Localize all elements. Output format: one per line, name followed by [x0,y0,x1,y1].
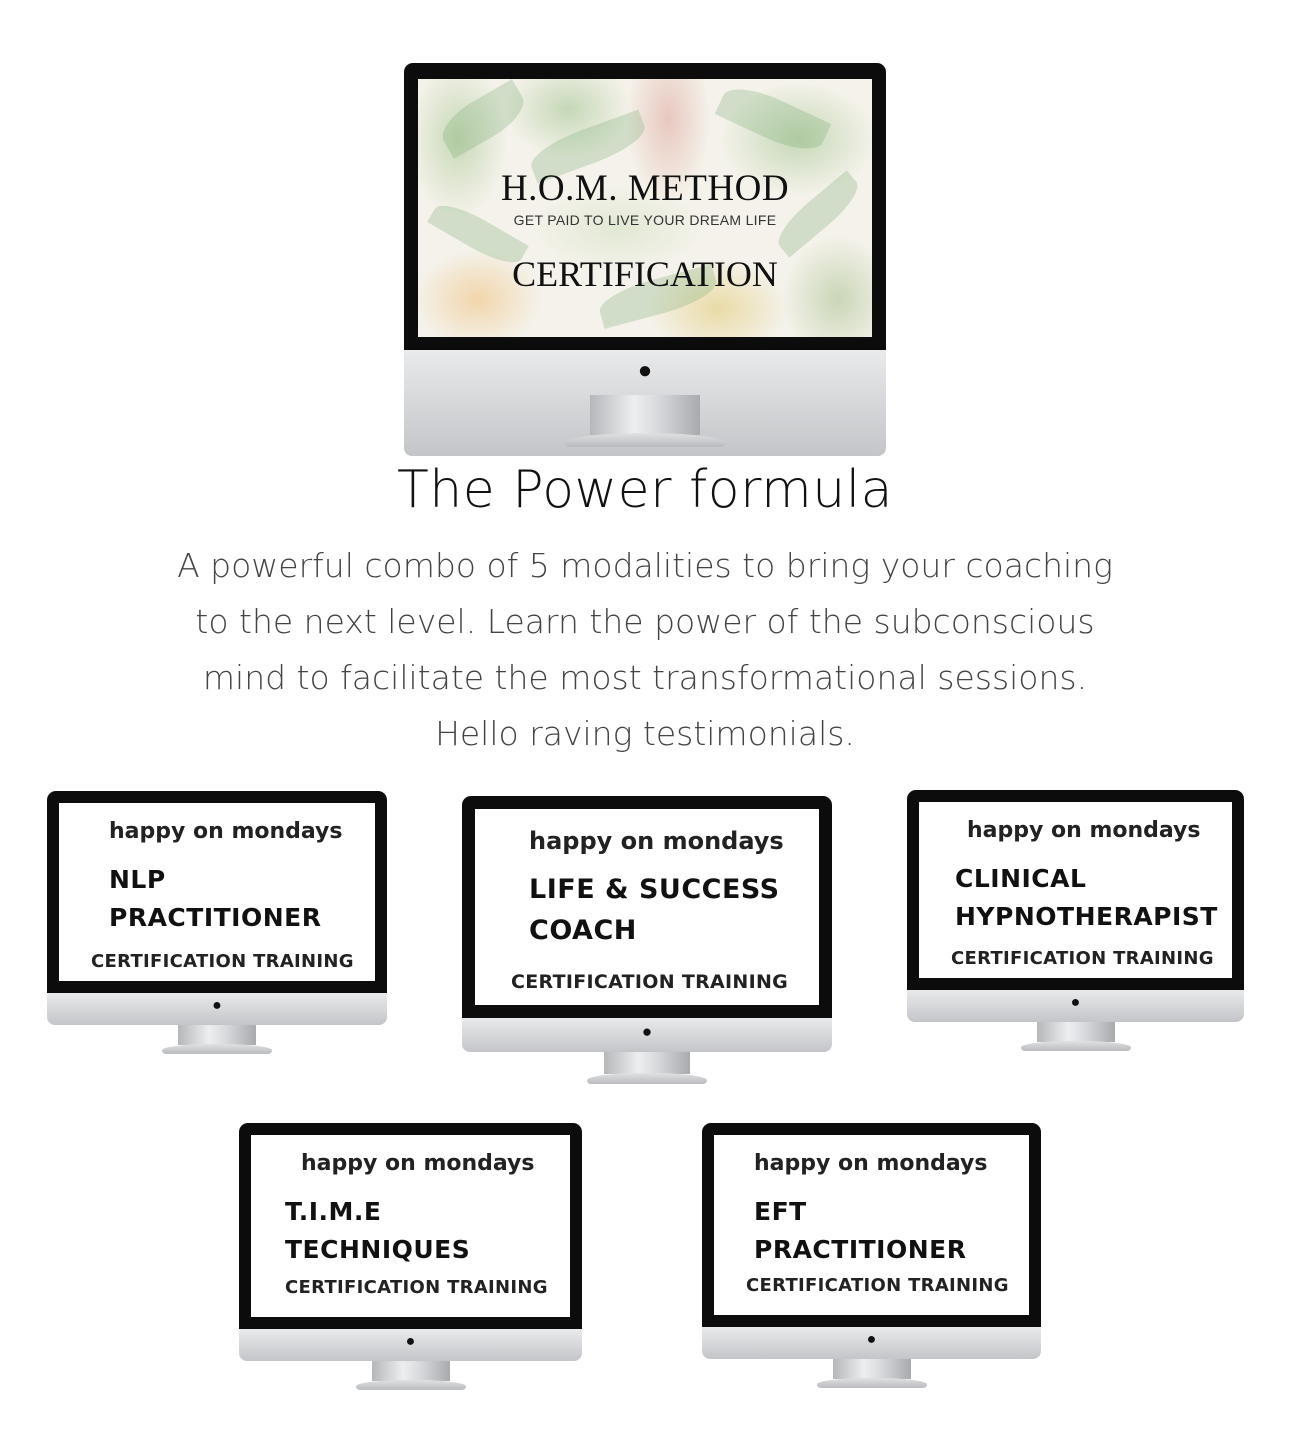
course-screen: happy on mondays T.I.M.E TECHNIQUES CERT… [251,1135,570,1317]
monitor-foot [355,1380,466,1390]
course-training-label: CERTIFICATION TRAINING [91,951,354,972]
course-monitor-life-success-coach: happy on mondays LIFE & SUCCESS COACH CE… [462,796,832,1092]
course-brand: happy on mondays [754,1151,988,1176]
leaf-decoration [434,79,532,159]
monitor-stand [371,1361,450,1381]
apple-logo-icon: ● [637,357,653,384]
course-monitor-time-techniques: happy on mondays T.I.M.E TECHNIQUES CERT… [239,1123,582,1399]
apple-logo-icon: ● [212,997,222,1014]
course-monitor-eft-practitioner: happy on mondays EFT PRACTITIONER CERTIF… [702,1123,1041,1397]
monitor-chin [907,990,1244,1022]
course-monitor-clinical-hypnotherapist: happy on mondays CLINICAL HYPNOTHERAPIST… [907,790,1244,1060]
monitor-stand [1036,1022,1115,1042]
course-title-line: LIFE & SUCCESS [529,874,780,905]
monitor-stand [604,1052,690,1074]
course-brand: happy on mondays [529,827,784,855]
apple-logo-icon: ● [405,1333,416,1350]
course-title-line: NLP [109,865,166,894]
apple-logo-icon: ● [1070,994,1081,1011]
course-title: CLINICAL HYPNOTHERAPIST [955,860,1218,936]
course-title: T.I.M.E TECHNIQUES [285,1193,470,1269]
monitor-chin [47,993,387,1025]
course-monitor-nlp: happy on mondays NLP PRACTITIONER CERTIF… [47,791,387,1063]
monitor-foot [587,1073,707,1084]
apple-logo-icon: ● [866,1331,877,1348]
course-title-line: T.I.M.E [285,1197,382,1226]
hero-title: H.O.M. METHOD [500,168,790,209]
hero-monitor: H.O.M. METHOD GET PAID TO LIVE YOUR DREA… [404,63,886,456]
course-title-line: COACH [529,915,637,946]
course-title-line: HYPNOTHERAPIST [955,902,1218,931]
apple-logo-icon: ● [641,1022,653,1041]
monitor-foot [816,1378,927,1388]
section-body: A powerful combo of 5 modalities to brin… [177,546,1113,753]
monitor-chin [462,1018,832,1052]
course-training-label: CERTIFICATION TRAINING [511,971,789,993]
monitor-stand [178,1025,256,1045]
course-title-line: CLINICAL [955,864,1087,893]
monitor-stand [832,1359,911,1379]
course-training-label: CERTIFICATION TRAINING [951,948,1214,969]
course-title-line: PRACTITIONER [754,1235,967,1264]
course-brand: happy on mondays [109,819,343,844]
course-training-label: CERTIFICATION TRAINING [746,1275,1009,1296]
hero-certification-label: CERTIFICATION [512,254,778,294]
course-screen: happy on mondays CLINICAL HYPNOTHERAPIST… [919,802,1232,978]
course-title-line: PRACTITIONER [109,903,322,932]
monitor-chin [702,1327,1041,1359]
monitor-stand [590,395,700,435]
course-screen: happy on mondays LIFE & SUCCESS COACH CE… [475,809,819,1005]
course-screen: happy on mondays EFT PRACTITIONER CERTIF… [714,1135,1029,1315]
monitor-chin [239,1329,582,1361]
course-title-line: TECHNIQUES [285,1235,471,1264]
monitor-foot [1020,1041,1131,1051]
course-title: LIFE & SUCCESS COACH [529,869,780,951]
hero-screen: H.O.M. METHOD GET PAID TO LIVE YOUR DREA… [418,79,872,337]
course-training-label: CERTIFICATION TRAINING [285,1277,548,1298]
course-title: NLP PRACTITIONER [109,861,321,937]
monitor-foot [565,433,725,447]
course-screen: happy on mondays NLP PRACTITIONER CERTIF… [59,803,375,981]
course-brand: happy on mondays [967,818,1201,843]
hero-subtitle: GET PAID TO LIVE YOUR DREAM LIFE [513,212,777,228]
course-brand: happy on mondays [301,1151,535,1176]
section-heading: The Power formula [397,460,893,520]
course-title: EFT PRACTITIONER [754,1193,966,1269]
leaf-decoration [714,79,832,161]
monitor-foot [162,1044,272,1054]
course-title-line: EFT [754,1197,807,1226]
